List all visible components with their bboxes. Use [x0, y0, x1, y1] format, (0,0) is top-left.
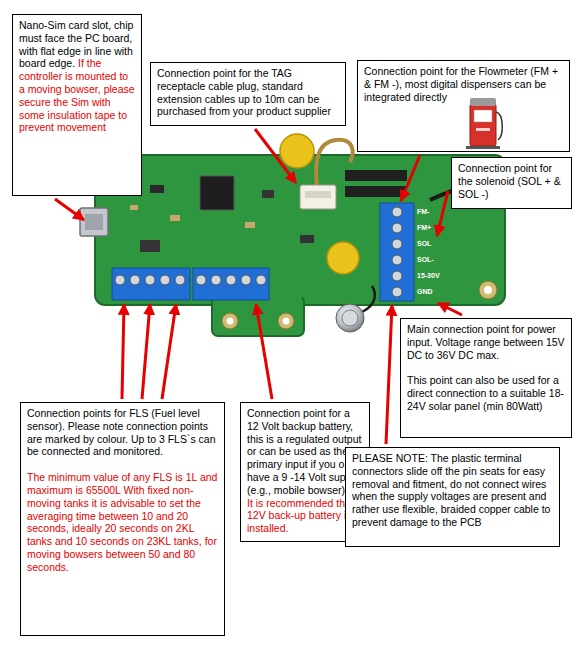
- callout-text: Connection point for the TAG receptacle …: [157, 67, 339, 118]
- dispenser-hose: [496, 112, 502, 140]
- antenna-wire: [316, 140, 353, 186]
- sim-slot-opening: [85, 214, 103, 230]
- leader-arrow: [142, 304, 150, 399]
- callout-text: Connection points for FLS (Fuel level se…: [27, 407, 218, 458]
- terminal-label: GND: [417, 288, 433, 296]
- callout-text: Connection point for the solenoid (SOL +…: [458, 162, 565, 200]
- terminal-screw: [392, 255, 402, 265]
- smd-component: [245, 222, 255, 228]
- callout-text: This point can also be used for a direct…: [407, 374, 565, 412]
- mounting-hole: [278, 313, 294, 329]
- tag-connector-slot: [305, 191, 331, 198]
- callout-box: Connection point for the solenoid (SOL +…: [451, 157, 572, 209]
- leader-arrow: [122, 304, 124, 399]
- leader-arrow: [401, 155, 420, 201]
- power-terminal-block: [380, 203, 414, 301]
- terminal-label: SOL: [417, 240, 431, 248]
- terminal-screw: [392, 207, 402, 217]
- dispenser-top: [470, 98, 496, 106]
- warning-text: The minimum value of any FLS is 1L and m…: [27, 471, 218, 573]
- microcontroller-chip: [200, 176, 234, 210]
- terminal-screw: [130, 275, 140, 285]
- capacitor: [280, 134, 314, 168]
- leader-arrow: [55, 199, 84, 220]
- callout-box: Connection point for the Flowmeter (FM +…: [357, 60, 570, 152]
- smd-component: [300, 235, 314, 243]
- circuit-board: [95, 155, 505, 305]
- hole-centre: [227, 318, 234, 325]
- terminal-label: SOL-: [417, 256, 434, 264]
- terminal-screw: [392, 239, 402, 249]
- terminal-screw: [392, 271, 402, 281]
- terminal-screw: [196, 275, 206, 285]
- callout-text: Main connection point for power input. V…: [407, 323, 565, 361]
- terminal-screw: [256, 275, 266, 285]
- callout-box: Connection points for FLS (Fuel level se…: [20, 402, 225, 636]
- callout-box: Nano-Sim card slot, chip must face the P…: [12, 14, 142, 196]
- smd-component: [150, 185, 164, 193]
- mounting-hole: [479, 281, 497, 299]
- hole-centre: [283, 318, 290, 325]
- terminal-screw: [392, 287, 402, 297]
- battery-terminal-block: [193, 268, 269, 300]
- dispenser-base: [466, 146, 500, 149]
- terminal-label: 15-30V: [417, 272, 440, 280]
- leader-arrow: [438, 303, 462, 315]
- push-button: [336, 304, 364, 332]
- callout-box: Connection point for the TAG receptacle …: [150, 62, 346, 126]
- dispenser-icon: [470, 104, 496, 146]
- sim-slot: [80, 208, 108, 236]
- terminal-screw: [115, 275, 125, 285]
- dispenser-display: [474, 110, 492, 122]
- callout-text: Nano-Sim card slot, chip must face the P…: [19, 19, 133, 69]
- leader-arrow: [256, 304, 272, 399]
- callout-text: PLEASE NOTE: The plastic terminal connec…: [352, 452, 553, 529]
- terminal-screw: [392, 223, 402, 233]
- terminal-label: FM+: [417, 224, 431, 232]
- leader-arrow: [255, 129, 296, 183]
- capacitor: [327, 242, 359, 274]
- callout-box: PLEASE NOTE: The plastic terminal connec…: [345, 447, 560, 547]
- terminal-screw: [211, 275, 221, 285]
- dispenser-stripe: [476, 128, 490, 131]
- smd-component: [140, 240, 160, 252]
- hole-centre: [484, 286, 492, 294]
- smd-component: [130, 205, 138, 210]
- terminal-screw: [160, 275, 170, 285]
- terminal-screw: [175, 275, 185, 285]
- terminal-label: FM-: [417, 208, 429, 216]
- pin-header: [345, 186, 407, 197]
- tag-connector: [300, 185, 336, 209]
- terminal-screw: [145, 275, 155, 285]
- mounting-hole: [222, 313, 238, 329]
- smd-component: [262, 190, 274, 198]
- push-button-cap: [342, 310, 358, 326]
- terminal-screw: [241, 275, 251, 285]
- smd-component: [170, 215, 180, 221]
- callout-box: Main connection point for power input. V…: [400, 318, 572, 438]
- callout-text: Connection point for the Flowmeter (FM +…: [364, 65, 563, 103]
- leader-arrow: [437, 191, 448, 236]
- leader-arrow: [386, 305, 392, 444]
- leader-arrow: [162, 304, 176, 399]
- button-wire: [362, 286, 375, 312]
- fls-terminal-block: [112, 268, 190, 300]
- pin-header: [345, 170, 407, 181]
- terminal-screw: [226, 275, 236, 285]
